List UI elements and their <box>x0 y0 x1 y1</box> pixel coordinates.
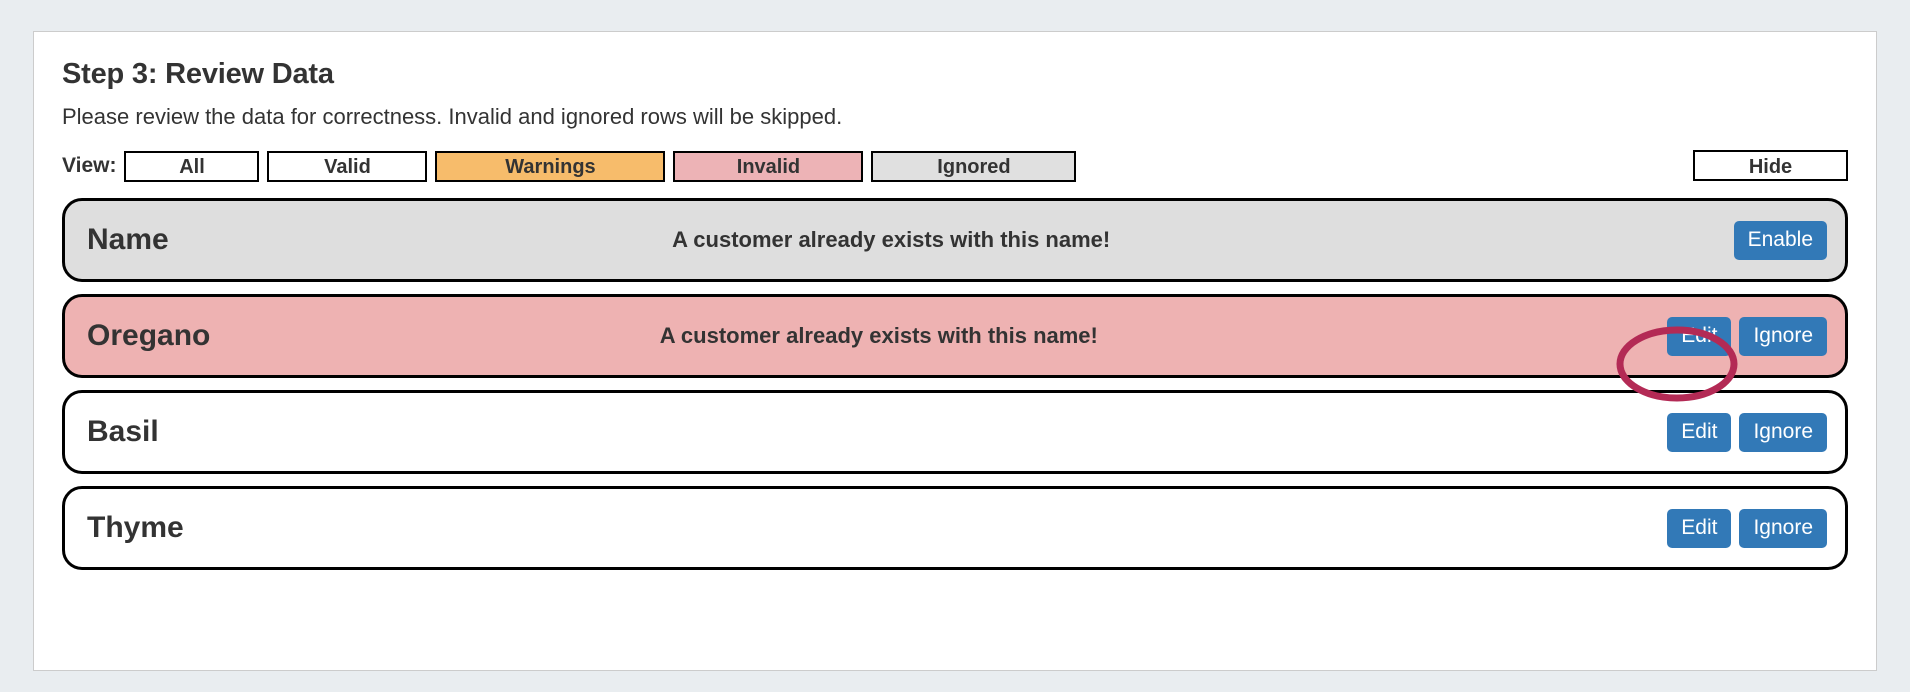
filter-button-all[interactable]: All <box>124 150 260 182</box>
row-name: Name <box>87 223 169 256</box>
hide-button[interactable]: Hide <box>1693 150 1848 181</box>
row-name: Thyme <box>87 511 184 544</box>
enable-button[interactable]: Enable <box>1733 220 1827 260</box>
row-message: A customer already exists with this name… <box>672 227 1111 252</box>
data-row-list: Name A customer already exists with this… <box>62 198 1848 570</box>
page-title: Step 3: Review Data <box>62 58 334 90</box>
row-name: Oregano <box>87 319 211 352</box>
filter-button-valid[interactable]: Valid <box>267 150 428 182</box>
table-row[interactable]: Basil Edit Ignore <box>62 390 1848 474</box>
table-row[interactable]: Oregano A customer already exists with t… <box>62 294 1848 378</box>
review-data-card: Step 3: Review Data Please review the da… <box>33 31 1877 671</box>
edit-button[interactable]: Edit <box>1667 412 1732 452</box>
ignore-button[interactable]: Ignore <box>1739 508 1827 548</box>
table-row[interactable]: Name A customer already exists with this… <box>62 198 1848 282</box>
view-filter-label: View: <box>62 154 117 177</box>
row-actions: Edit Ignore <box>1667 412 1827 452</box>
card-content: Step 3: Review Data Please review the da… <box>34 32 1876 570</box>
edit-button[interactable]: Edit <box>1667 316 1732 356</box>
row-actions: Edit Ignore <box>1667 508 1827 548</box>
ignore-button[interactable]: Ignore <box>1739 412 1827 452</box>
filter-button-ignored[interactable]: Ignored <box>871 150 1077 182</box>
table-row[interactable]: Thyme Edit Ignore <box>62 486 1848 570</box>
row-actions: Edit Ignore <box>1667 316 1827 356</box>
filter-button-invalid[interactable]: Invalid <box>673 150 864 182</box>
view-filter-bar: View: All Valid Warnings Invalid Ignored… <box>62 150 1848 182</box>
edit-button[interactable]: Edit <box>1667 508 1732 548</box>
page-subtitle: Please review the data for correctness. … <box>62 104 843 129</box>
row-actions: Enable <box>1733 220 1827 260</box>
filter-button-warnings[interactable]: Warnings <box>435 150 666 182</box>
ignore-button[interactable]: Ignore <box>1739 316 1827 356</box>
row-name: Basil <box>87 415 159 448</box>
row-message: A customer already exists with this name… <box>659 323 1098 348</box>
